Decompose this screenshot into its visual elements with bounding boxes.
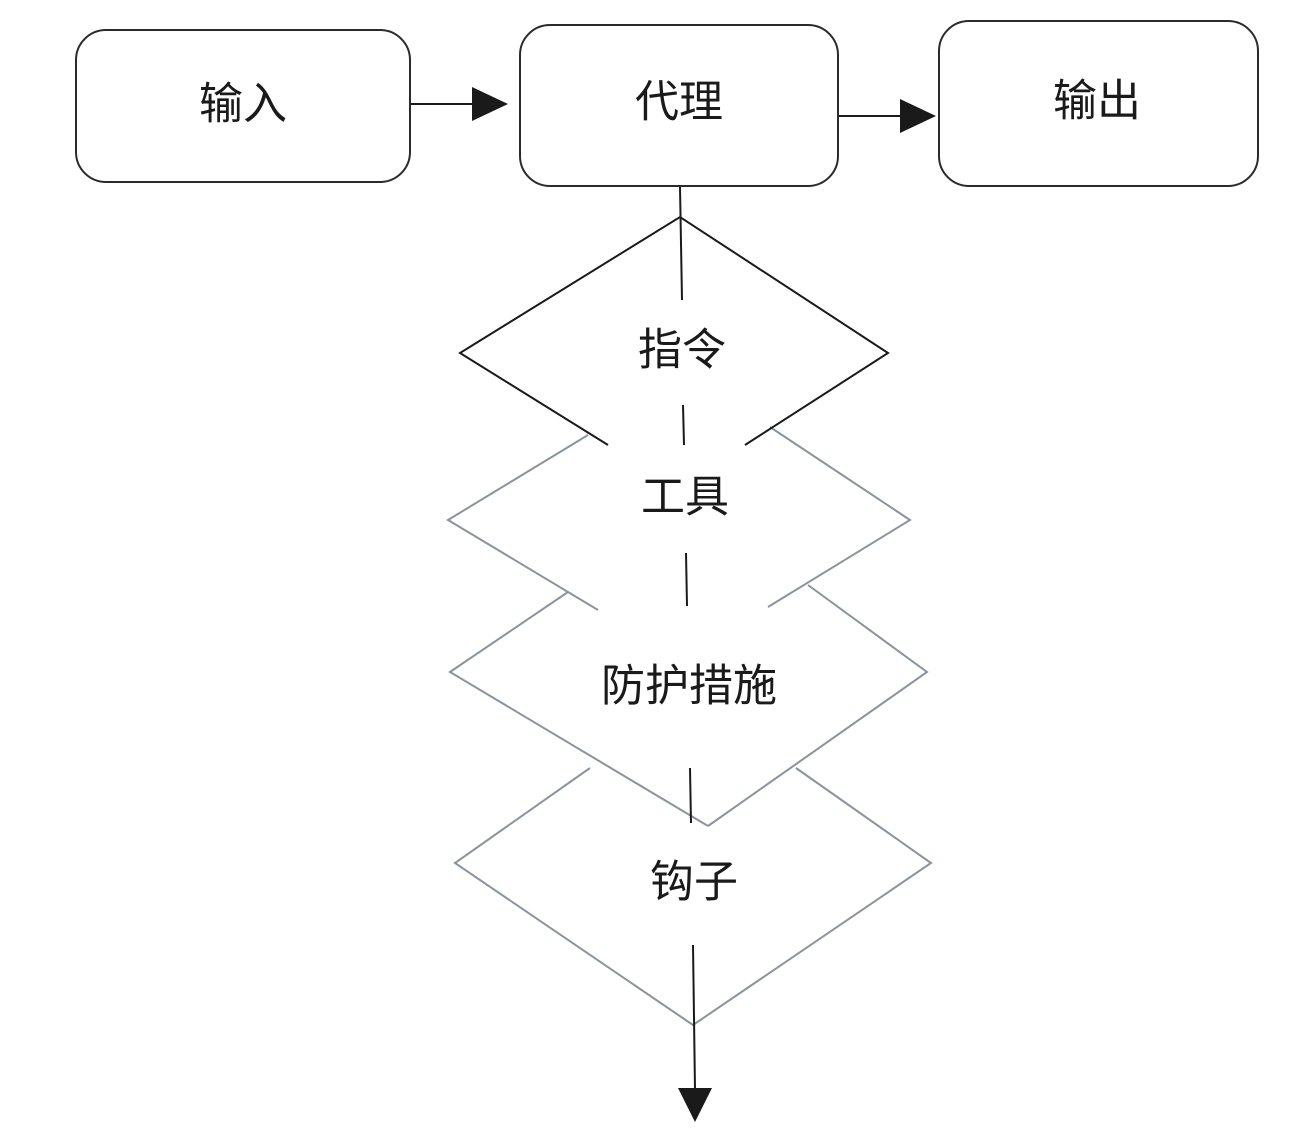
tools-diamond bbox=[446, 434, 599, 611]
guardrails-diamond bbox=[448, 591, 709, 827]
vertical-flow bbox=[678, 186, 712, 1122]
agent-to-output-arrow-icon bbox=[900, 99, 936, 133]
input-label: 输入 bbox=[199, 79, 287, 130]
hooks-label: 钩子 bbox=[650, 857, 738, 908]
hooks-diamond bbox=[453, 767, 933, 1027]
flow-line-segment bbox=[685, 552, 688, 607]
output-label: 输出 bbox=[1053, 76, 1141, 127]
layer-labels: 指令 工具 防护措施 钩子 bbox=[601, 325, 777, 908]
guardrails-label: 防护措施 bbox=[601, 661, 777, 712]
flow-line-segment bbox=[689, 767, 692, 824]
input-to-agent-arrow-icon bbox=[472, 87, 508, 121]
agent-node: 代理 bbox=[519, 24, 839, 187]
input-node: 输入 bbox=[75, 29, 411, 183]
input-box bbox=[75, 29, 411, 183]
tools-diamond-right bbox=[767, 426, 912, 608]
output-node: 输出 bbox=[938, 20, 1259, 187]
output-box bbox=[938, 20, 1259, 187]
agent-box bbox=[519, 24, 839, 187]
horizontal-arrows bbox=[410, 87, 936, 133]
guardrails-diamond-right bbox=[707, 584, 929, 827]
flow-line-segment bbox=[682, 404, 685, 446]
instructions-label: 指令 bbox=[638, 325, 726, 376]
flow-line-segment bbox=[692, 944, 696, 1091]
tools-label: 工具 bbox=[641, 472, 729, 523]
down-arrow-head bbox=[678, 1088, 712, 1122]
agent-label: 代理 bbox=[635, 77, 723, 128]
flow-line-segment bbox=[679, 186, 683, 301]
